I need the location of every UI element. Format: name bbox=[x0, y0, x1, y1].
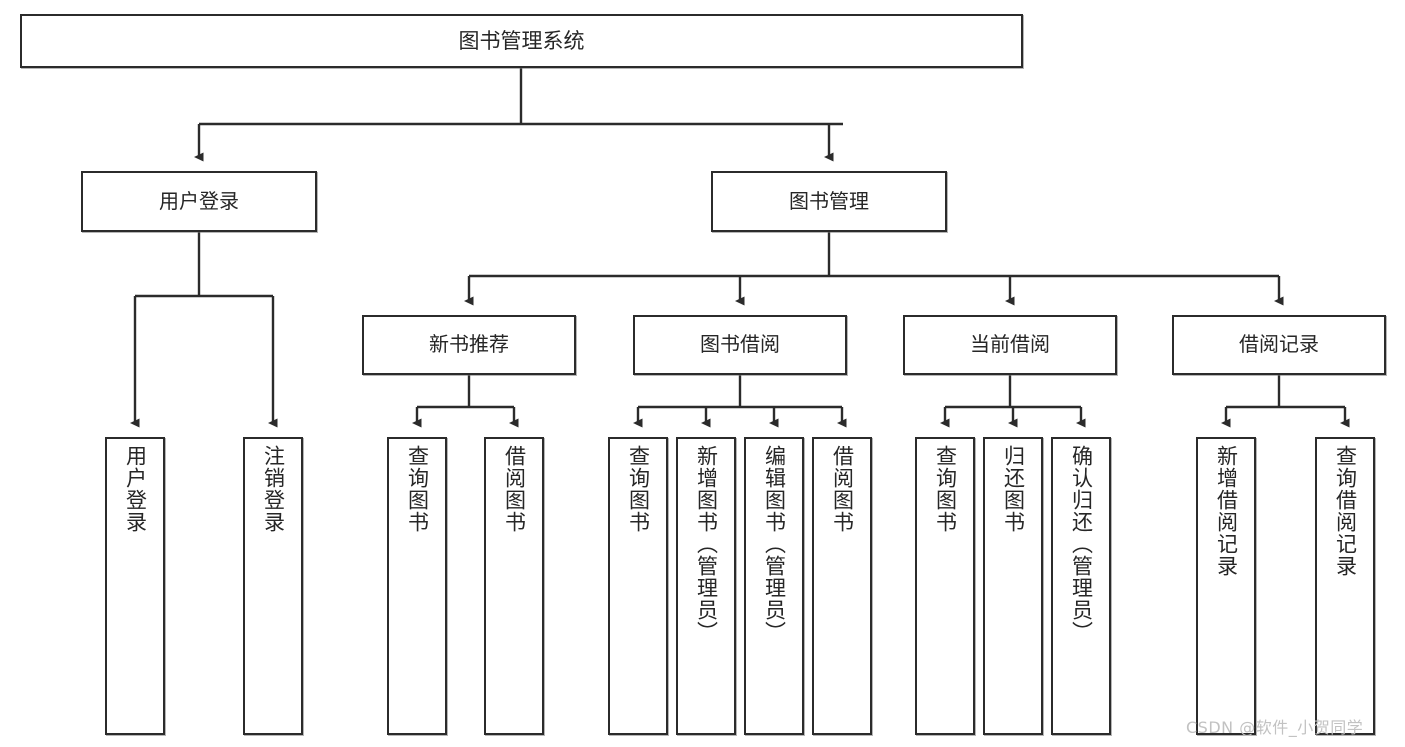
node-leaf-borrow-books-recommend-label: 借阅图书 bbox=[502, 445, 527, 533]
node-root[interactable]: 图书管理系统 bbox=[20, 14, 1023, 68]
node-leaf-borrow-book-label: 借阅图书 bbox=[830, 445, 855, 533]
node-leaf-borrow-books-recommend[interactable]: 借阅图书 bbox=[484, 437, 544, 735]
node-user-login-label: 用户登录 bbox=[159, 188, 239, 213]
node-leaf-query-books-recommend[interactable]: 查询图书 bbox=[387, 437, 447, 735]
node-leaf-user-login-label: 用户登录 bbox=[123, 445, 148, 533]
node-leaf-return-book[interactable]: 归还图书 bbox=[983, 437, 1043, 735]
node-new-book-recommend[interactable]: 新书推荐 bbox=[362, 315, 576, 375]
node-leaf-user-login[interactable]: 用户登录 bbox=[105, 437, 165, 735]
node-book-management[interactable]: 图书管理 bbox=[711, 171, 947, 232]
node-leaf-query-borrow-record-label: 查询借阅记录 bbox=[1333, 445, 1358, 577]
node-new-book-recommend-label: 新书推荐 bbox=[429, 332, 509, 357]
node-leaf-edit-book-admin-label: 编辑图书（管理员） bbox=[762, 445, 787, 643]
node-leaf-add-borrow-record-label: 新增借阅记录 bbox=[1214, 445, 1239, 577]
node-borrow-record-label: 借阅记录 bbox=[1239, 332, 1319, 357]
node-borrow-record[interactable]: 借阅记录 bbox=[1172, 315, 1386, 375]
node-leaf-confirm-return-admin[interactable]: 确认归还（管理员） bbox=[1051, 437, 1111, 735]
node-leaf-edit-book-admin[interactable]: 编辑图书（管理员） bbox=[744, 437, 804, 735]
node-leaf-add-borrow-record[interactable]: 新增借阅记录 bbox=[1196, 437, 1256, 735]
edge-group-new-book-recommend bbox=[412, 375, 519, 428]
node-leaf-query-books-borrow-label: 查询图书 bbox=[626, 445, 651, 533]
edge-group-current-borrow bbox=[940, 375, 1086, 428]
node-current-borrow-label: 当前借阅 bbox=[970, 332, 1050, 357]
node-leaf-logout-label: 注销登录 bbox=[261, 445, 286, 533]
node-leaf-add-book-admin-label: 新增图书（管理员） bbox=[694, 445, 719, 643]
node-leaf-return-book-label: 归还图书 bbox=[1001, 445, 1026, 533]
node-leaf-query-books-borrow[interactable]: 查询图书 bbox=[608, 437, 668, 735]
edge-group-root bbox=[194, 68, 843, 162]
node-book-borrow-label: 图书借阅 bbox=[700, 332, 780, 357]
node-leaf-confirm-return-admin-label: 确认归还（管理员） bbox=[1069, 445, 1094, 643]
csdn-watermark: CSDN @软件_小贺同学 bbox=[1186, 718, 1364, 737]
node-book-management-label: 图书管理 bbox=[789, 188, 869, 213]
node-leaf-query-books-current[interactable]: 查询图书 bbox=[915, 437, 975, 735]
edge-group-user-login bbox=[130, 232, 278, 428]
edge-group-book-borrow bbox=[633, 375, 847, 428]
node-leaf-logout[interactable]: 注销登录 bbox=[243, 437, 303, 735]
edge-group-book-management bbox=[464, 232, 1284, 306]
node-user-login[interactable]: 用户登录 bbox=[81, 171, 317, 232]
node-leaf-query-books-current-label: 查询图书 bbox=[933, 445, 958, 533]
node-root-label: 图书管理系统 bbox=[458, 28, 585, 53]
node-leaf-add-book-admin[interactable]: 新增图书（管理员） bbox=[676, 437, 736, 735]
node-leaf-query-books-recommend-label: 查询图书 bbox=[405, 445, 430, 533]
node-current-borrow[interactable]: 当前借阅 bbox=[903, 315, 1117, 375]
node-book-borrow[interactable]: 图书借阅 bbox=[633, 315, 847, 375]
node-leaf-borrow-book[interactable]: 借阅图书 bbox=[812, 437, 872, 735]
node-leaf-query-borrow-record[interactable]: 查询借阅记录 bbox=[1315, 437, 1375, 735]
edge-group-borrow-record bbox=[1221, 375, 1350, 428]
